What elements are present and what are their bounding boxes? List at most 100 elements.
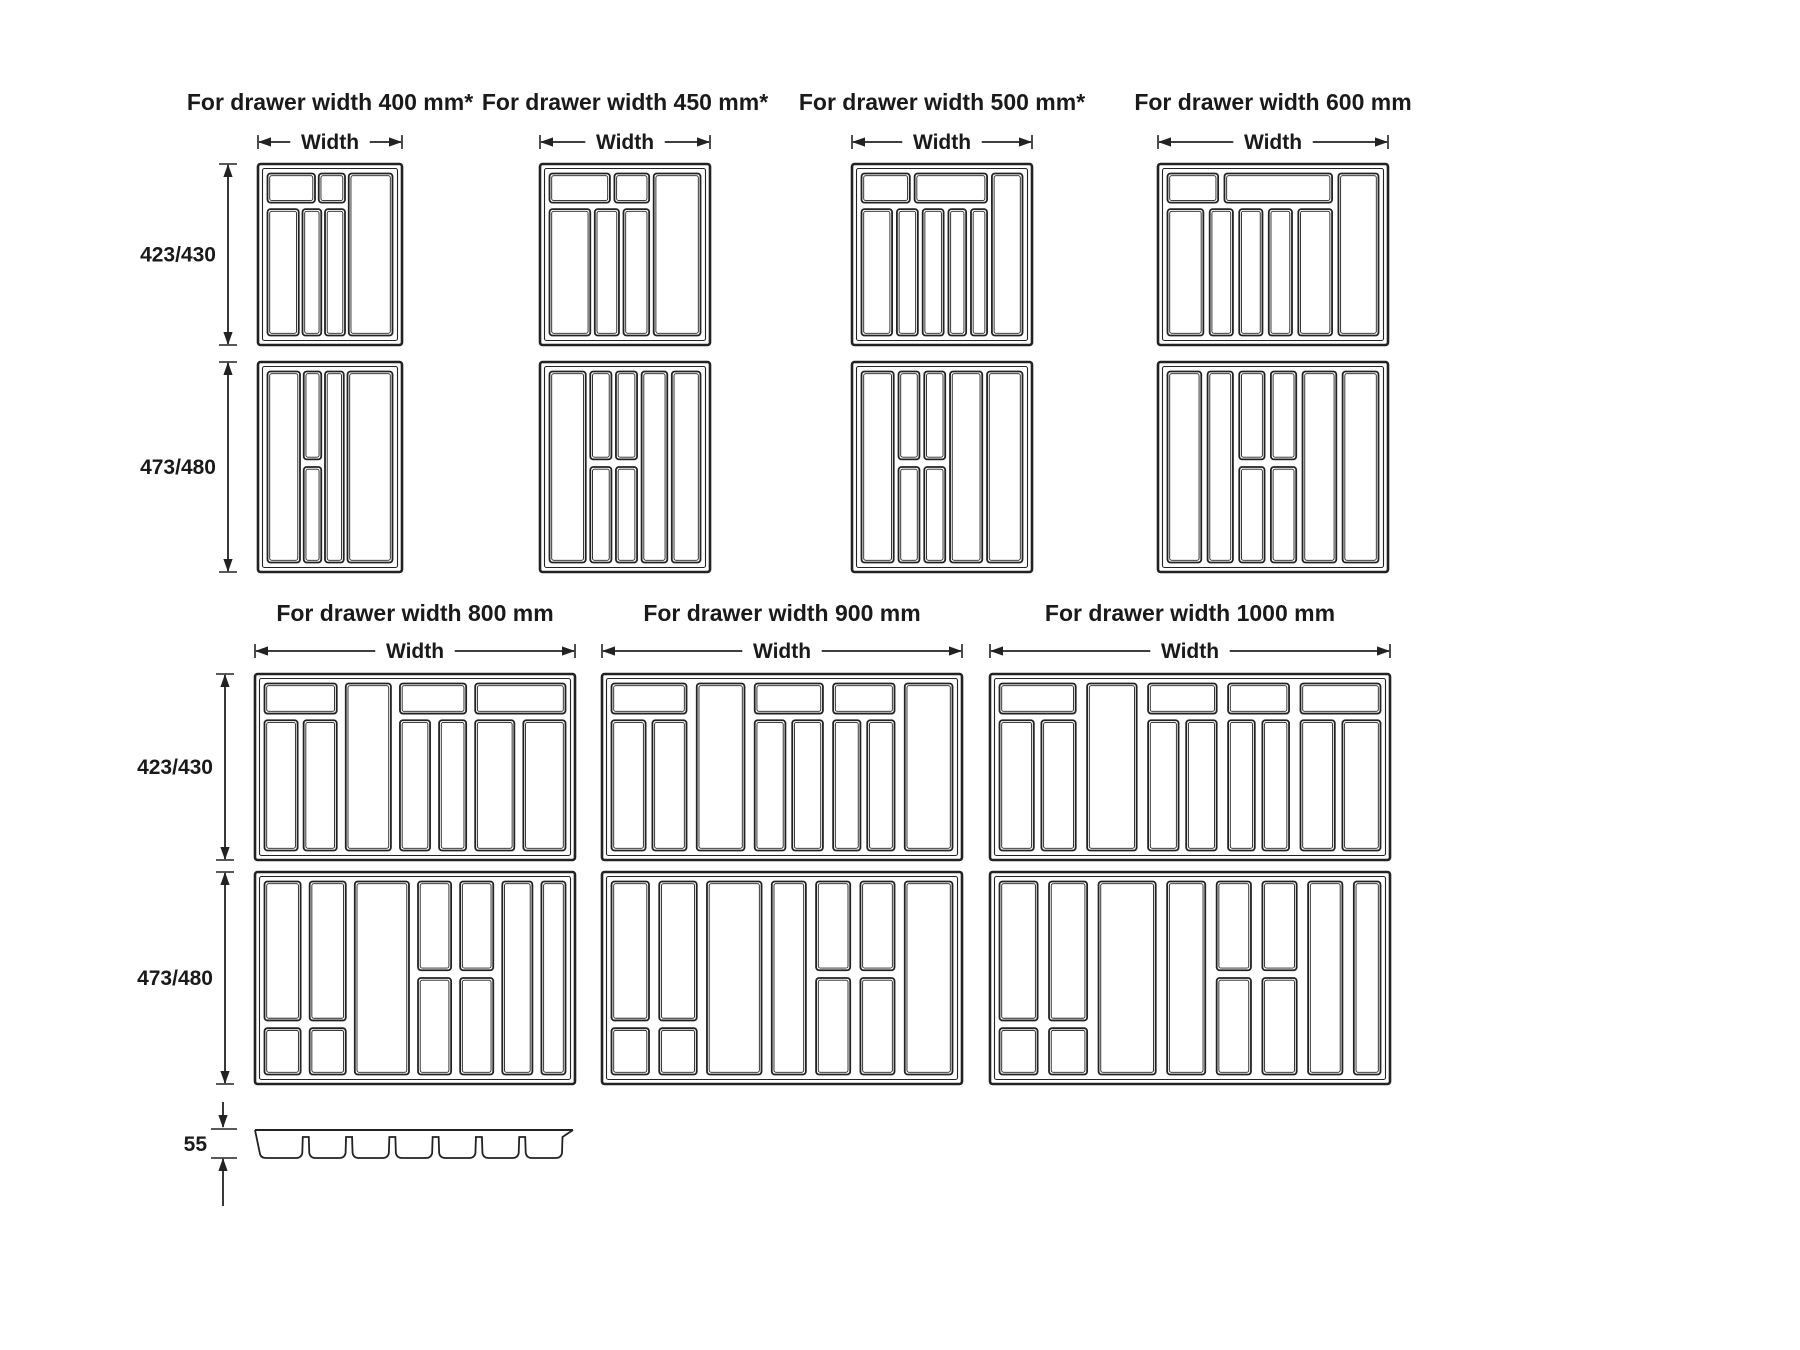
tray-compartment [501, 880, 534, 1076]
tray-outer-border [600, 870, 964, 1086]
tray-compartment [860, 172, 911, 204]
depth-label: 423/430 [140, 244, 216, 267]
tray-compartment [459, 880, 495, 972]
tray-compartment-inner [1001, 1029, 1036, 1073]
tray-compartment [896, 208, 919, 337]
tray-compartment-inner [834, 685, 893, 712]
tray-inner-border [261, 167, 399, 342]
tray-compartment-inner [1300, 210, 1331, 334]
tray-inner-border [261, 365, 399, 569]
tray-compartment-inner [951, 373, 981, 561]
tray-compartment [923, 370, 947, 461]
tray-compartment-inner [269, 210, 298, 334]
tray-compartment-inner [862, 883, 893, 969]
tray-compartment-inner [616, 175, 648, 201]
tray-compartment [1208, 208, 1234, 337]
tray-inner-border [543, 167, 707, 342]
tray-top-drawer-600 [1156, 162, 1390, 347]
tray-compartment [753, 719, 787, 852]
tray-compartment [897, 466, 921, 564]
tray-top-drawer-500 [850, 162, 1034, 347]
tray-compartment-inner [1050, 1029, 1086, 1073]
tray-compartment-inner [266, 721, 296, 849]
tray-compartment [815, 977, 852, 1076]
tray-compartment [301, 208, 323, 337]
tray-compartment-inner [756, 685, 822, 712]
tray-compartment [610, 1027, 650, 1076]
tray-compartment-inner [708, 883, 760, 1073]
tray-compartment [263, 682, 338, 715]
tray-compartment-inner [476, 685, 564, 712]
tray-outer-border [538, 162, 712, 347]
tray-compartment [344, 682, 392, 852]
tray-top-drawer-900 [600, 672, 964, 862]
tray-compartment [1147, 719, 1180, 852]
tray-compartment [1086, 682, 1138, 852]
tray-inner-border [855, 167, 1029, 342]
tray-compartment [353, 880, 410, 1076]
tray-top-drawer-1000 [988, 672, 1392, 862]
tray-compartment-inner [1272, 373, 1295, 458]
depth-label: 423/430 [137, 756, 213, 779]
tray-compartment [346, 370, 394, 564]
tray-compartment [859, 880, 896, 972]
tray-compartment-inner [1340, 175, 1377, 334]
arrowhead-icon [220, 674, 230, 687]
tray-compartment [832, 682, 896, 715]
tray-inner-border [258, 875, 572, 1081]
tray-compartment-inner [525, 721, 564, 849]
tray-compartment-inner [988, 373, 1021, 561]
tray-compartment [1227, 682, 1290, 715]
tray-compartment [1215, 880, 1252, 972]
tray-compartment [1269, 370, 1298, 461]
tray-compartment-inner [401, 721, 429, 849]
tray-compartment-inner [1355, 883, 1379, 1073]
tray-compartment-inner [773, 883, 805, 1073]
arrowhead-icon [223, 362, 233, 375]
tray-compartment-inner [617, 373, 636, 458]
width-label: Width [1244, 131, 1302, 154]
group-title: For drawer width 600 mm [1134, 89, 1411, 115]
tray-outer-border [253, 870, 577, 1086]
tray-compartment [949, 370, 984, 564]
tray-compartment [652, 172, 702, 337]
arrowhead-icon [1019, 137, 1032, 147]
tray-compartment-inner [613, 685, 685, 712]
arrowhead-icon [220, 872, 230, 885]
tray-compartment [815, 880, 852, 972]
tray-compartment-inner [311, 883, 345, 1019]
group-title: For drawer width 450 mm* [482, 89, 768, 115]
tray-compartment-inner [916, 175, 986, 201]
tray-compartment-inner [1218, 979, 1250, 1073]
tray-compartment [459, 977, 495, 1076]
tray-compartment-inner [1240, 373, 1263, 458]
tray-compartment-inner [266, 685, 335, 712]
tray-compartment-inner [924, 210, 942, 334]
tray-compartment [610, 682, 688, 715]
tray-compartment-inner [1218, 883, 1250, 969]
tray-compartment-inner [419, 883, 450, 969]
drawer-group-drawer-800: For drawer width 800 mmWidth423/430473/4… [137, 600, 577, 1086]
tray-compartment [1185, 719, 1218, 852]
arrowhead-icon [220, 1071, 230, 1084]
tray-bottom-drawer-400 [256, 360, 404, 574]
tray-compartment [548, 208, 592, 337]
group-title: For drawer width 900 mm [643, 600, 920, 626]
tray-compartment [859, 977, 896, 1076]
tray-compartment-inner [698, 685, 743, 849]
tray-compartment-inner [1043, 721, 1074, 849]
tray-compartment-inner [869, 721, 893, 849]
tray-compartment [1206, 370, 1234, 564]
width-label: Width [1161, 640, 1219, 663]
tray-compartment [986, 370, 1024, 564]
tray-compartment-inner [617, 468, 636, 561]
tray-compartment-inner [1270, 210, 1291, 334]
width-label: Width [753, 640, 811, 663]
tray-compartment-inner [419, 979, 450, 1073]
width-label: Width [913, 131, 971, 154]
tray-compartment [263, 719, 299, 852]
tray-compartment [640, 370, 669, 564]
tray-inner-border [1161, 365, 1385, 569]
tray-compartment [1337, 172, 1380, 337]
